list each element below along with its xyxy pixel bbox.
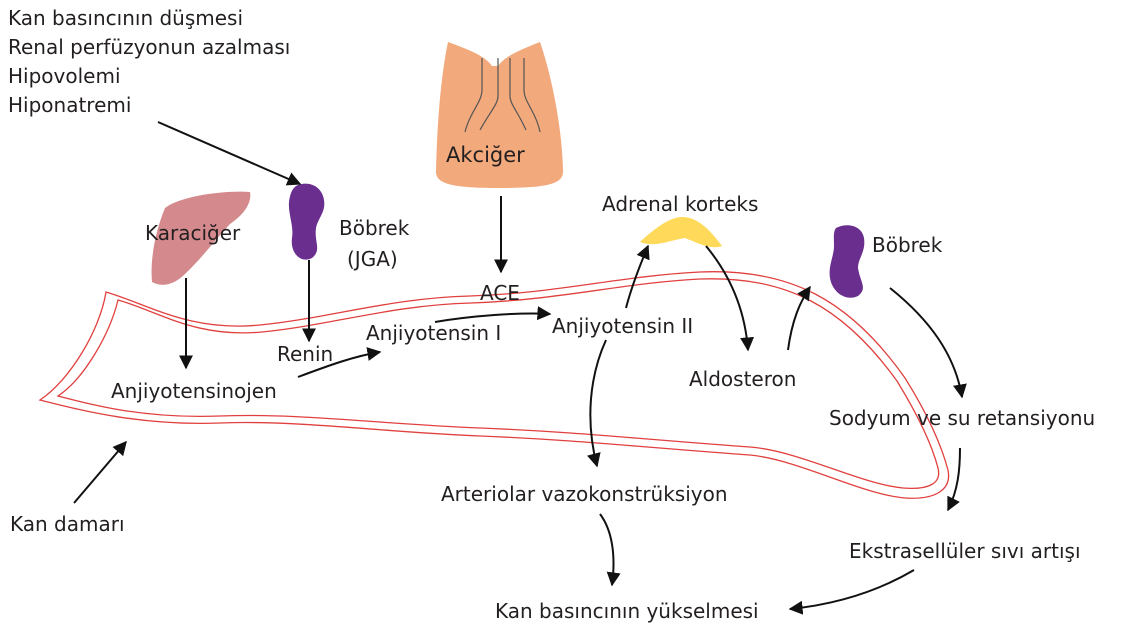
vasoconstriction-label: Arteriolar vazokonstrüksiyon xyxy=(441,482,728,506)
bp-increase-label: Kan basıncının yükselmesi xyxy=(495,599,759,623)
trigger-item: Renal perfüzyonun azalması xyxy=(8,33,290,62)
kidney-jga-shape xyxy=(289,184,324,260)
arrow-ecf-to-bp xyxy=(790,570,914,609)
arrow-adrenal-to-aldosterone xyxy=(706,246,748,350)
arrow-kidney2-to-sodium xyxy=(890,288,962,397)
arrow-trigger-to-kidney xyxy=(158,122,300,184)
arrow-vessel-pointer xyxy=(74,442,126,503)
arrow-sodium-to-ecf xyxy=(948,448,960,510)
lung-label: Akciğer xyxy=(446,143,525,168)
ace-label: ACE xyxy=(480,281,520,305)
trigger-item: Hiponatremi xyxy=(8,91,290,120)
arrow-vasoconstriction-to-bp xyxy=(600,514,614,585)
kidney2-label: Böbrek xyxy=(872,233,942,257)
angiotensinogen-label: Anjiyotensinojen xyxy=(111,379,277,403)
trigger-list: Kan basıncının düşmesi Renal perfüzyonun… xyxy=(8,4,290,120)
sodium-water-label: Sodyum ve su retansiyonu xyxy=(829,406,1095,430)
kidney-jga-sublabel: (JGA) xyxy=(347,247,398,271)
adrenal-label: Adrenal korteks xyxy=(602,192,758,216)
kidney2-shape xyxy=(830,225,865,298)
adrenal-shape xyxy=(640,217,722,247)
arrow-ang2-to-vasoconstriction xyxy=(590,340,606,466)
ecf-label: Ekstrasellüler sıvı artışı xyxy=(849,539,1081,563)
liver-label: Karaciğer xyxy=(145,221,240,245)
trigger-item: Hipovolemi xyxy=(8,62,290,91)
vessel-label: Kan damarı xyxy=(10,512,125,536)
angiotensin2-label: Anjiyotensin II xyxy=(552,314,693,338)
arrow-aldosterone-to-kidney2 xyxy=(788,287,810,350)
renin-label: Renin xyxy=(277,342,333,366)
kidney-jga-label: Böbrek xyxy=(339,216,409,240)
angiotensin1-label: Anjiyotensin I xyxy=(366,321,501,345)
trigger-item: Kan basıncının düşmesi xyxy=(8,4,290,33)
aldosterone-label: Aldosteron xyxy=(689,367,796,391)
